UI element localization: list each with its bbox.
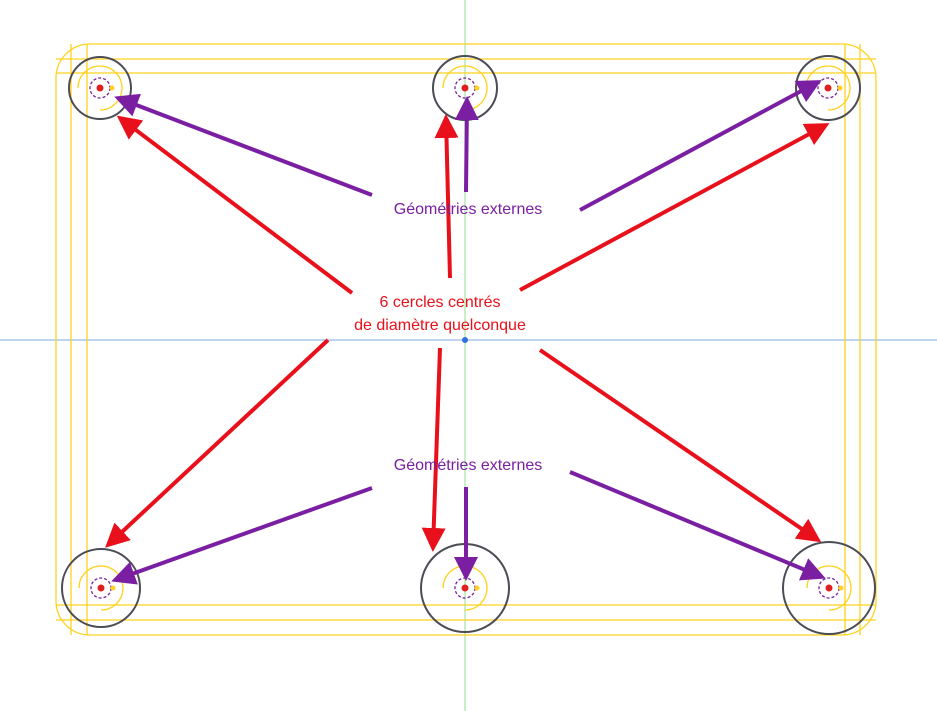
center-point[interactable] (461, 84, 469, 92)
centred-circle[interactable] (782, 541, 876, 635)
construction-point (837, 85, 843, 91)
construction-point (474, 85, 480, 91)
center-point[interactable] (96, 84, 104, 92)
center-point[interactable] (824, 84, 832, 92)
centred-circle-arrow (116, 115, 354, 295)
construction-point (474, 585, 480, 591)
construction-geometry (55, 43, 877, 636)
circle-group (432, 55, 498, 121)
circle-group (782, 541, 876, 635)
centred-circle-arrow (421, 347, 446, 552)
external-geometry-arrow (111, 486, 373, 585)
external-geometry-label-bottom: Géométries externes (393, 457, 543, 474)
construction-arc (827, 87, 851, 111)
external-geometry-arrow (114, 93, 373, 197)
construction-arc (805, 65, 851, 89)
external-geometry-label-top: Géométries externes (393, 201, 543, 218)
external-geometry-arrow (579, 80, 822, 212)
circle-group (61, 548, 141, 628)
construction-arc (464, 587, 488, 611)
centred-circle-arrow (538, 348, 822, 543)
centred-circles-label-line1: 6 cercles centrés (379, 294, 501, 311)
origin-point[interactable] (462, 337, 468, 343)
construction-point (110, 585, 116, 591)
center-point[interactable] (825, 584, 833, 592)
construction-arc (828, 587, 852, 611)
construction-point (109, 85, 115, 91)
external-geometry-arrow (569, 470, 826, 581)
construction-arc (77, 65, 123, 89)
centred-circle-arrow (434, 114, 459, 279)
center-point[interactable] (461, 584, 469, 592)
external-geometry-arrow (454, 96, 479, 193)
centred-circles-label-line2: de diamètre quelconque (354, 317, 526, 334)
centred-circle[interactable] (68, 56, 132, 120)
construction-point (838, 585, 844, 591)
centred-circle-arrow (105, 338, 330, 548)
centred-circle-arrow (519, 123, 830, 292)
construction-arc (100, 587, 124, 611)
circle-group (68, 56, 132, 120)
center-point[interactable] (97, 584, 105, 592)
construction-arc (442, 65, 488, 89)
centred-circle[interactable] (61, 548, 141, 628)
